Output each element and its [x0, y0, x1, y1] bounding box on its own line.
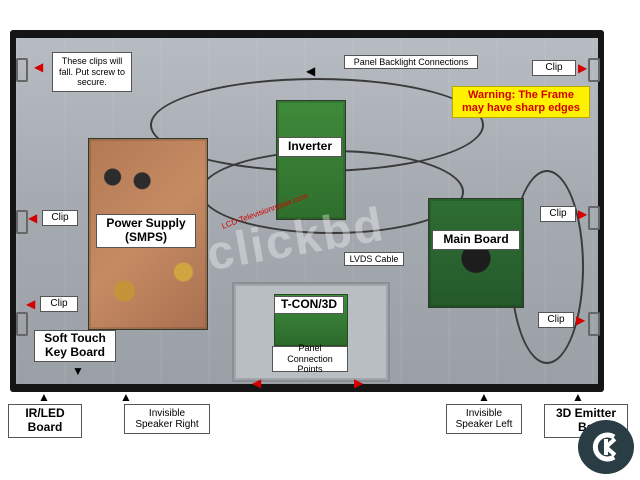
inverter-label: Inverter — [278, 137, 342, 157]
inverter-board — [276, 100, 346, 220]
clip-bracket-mid-left — [16, 210, 28, 234]
clip-label-mid-left: Clip — [42, 210, 78, 226]
lvds-label: LVDS Cable — [344, 252, 404, 266]
arrow-up-icon: ▲ — [38, 390, 50, 404]
arrow-right-icon-2: ▶ — [578, 61, 588, 75]
arrow-up-icon-2: ▲ — [120, 390, 132, 404]
clips-note-label: These clips will fall. Put screw to secu… — [52, 52, 132, 92]
arrow-left-icon-3: ◀ — [28, 211, 38, 225]
clickbd-logo-svg — [592, 432, 617, 462]
warning-label: Warning: The Frame may have sharp edges — [452, 86, 590, 118]
clip-bracket-top-right — [588, 58, 600, 82]
arrow-left-icon-2: ◀ — [252, 376, 262, 390]
tcon-label: T-CON/3D — [274, 296, 344, 314]
panel-connection-label: Panel Connection Points — [272, 343, 348, 374]
clip-label-mid-right: Clip — [540, 206, 576, 222]
speaker-left-label: Invisible Speaker Left — [446, 404, 522, 434]
arrow-down-icon: ◀ — [306, 64, 316, 78]
backlight-label: Panel Backlight Connections — [344, 55, 478, 69]
clickbd-logo-icon — [578, 420, 634, 474]
arrow-right-icon-3: ▶ — [578, 207, 588, 221]
ir-led-label: IR/LED Board — [8, 404, 82, 438]
arrow-right-icon: ▶ — [354, 376, 364, 390]
arrow-up-icon-3: ▲ — [478, 390, 490, 404]
clip-label-top-right: Clip — [532, 60, 576, 76]
main-board-label: Main Board — [432, 230, 520, 250]
clip-bracket-top-left — [16, 58, 28, 82]
main-board — [428, 198, 524, 308]
clip-bracket-low-left — [16, 312, 28, 336]
power-supply-label: Power Supply (SMPS) — [96, 214, 196, 248]
clip-bracket-mid-right — [588, 206, 600, 230]
arrow-left-icon: ◀ — [34, 60, 44, 74]
speaker-right-label: Invisible Speaker Right — [124, 404, 210, 434]
arrow-right-icon-4: ▶ — [576, 313, 586, 327]
clip-bracket-low-right — [588, 312, 600, 336]
clip-label-low-left: Clip — [40, 296, 78, 312]
arrow-left-icon-4: ◀ — [26, 297, 36, 311]
arrow-down-icon-2: ▼ — [72, 364, 84, 378]
soft-touch-label: Soft Touch Key Board — [34, 330, 116, 362]
clip-label-low-right: Clip — [538, 312, 574, 328]
arrow-up-icon-4: ▲ — [572, 390, 584, 404]
